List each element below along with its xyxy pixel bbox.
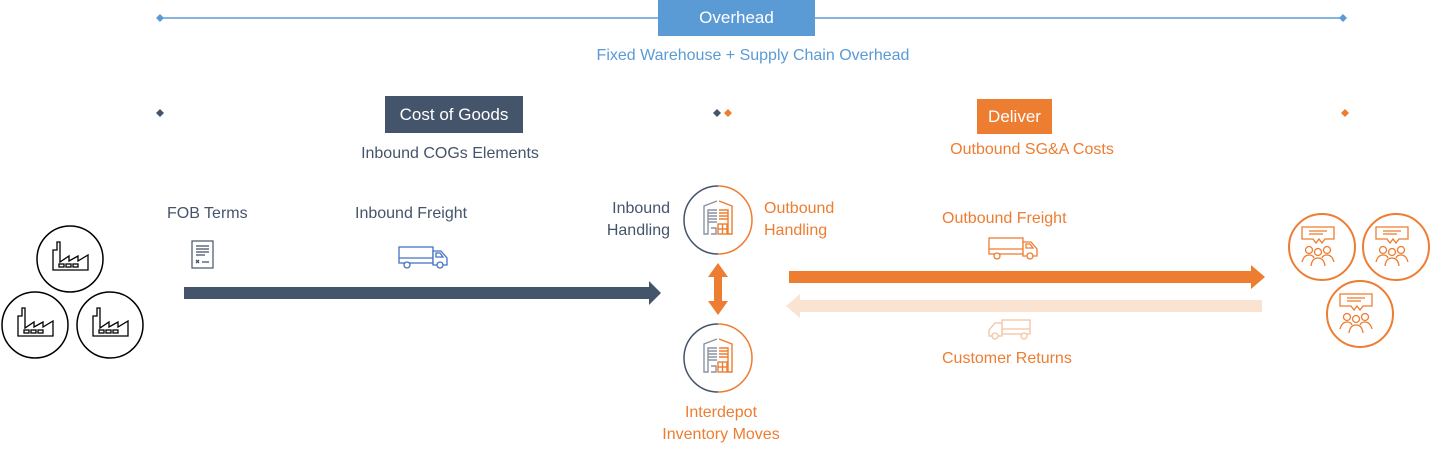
truck-icon (398, 246, 448, 269)
outbound-handling-line2: Handling (764, 222, 828, 239)
customer-group-icon (1288, 213, 1356, 281)
deliver-end-marker (1341, 109, 1349, 117)
factory-icon (1, 291, 69, 359)
cost-of-goods-badge: Cost of Goods (385, 96, 523, 133)
cog-start-marker (156, 109, 164, 117)
inbound-handling-label: Inbound Handling (602, 198, 670, 242)
deliver-badge: Deliver (977, 99, 1052, 134)
inbound-handling-line2: Handling (606, 222, 670, 239)
deliver-subtitle: Outbound SG&A Costs (950, 141, 1114, 158)
overhead-subtitle: Fixed Warehouse + Supply Chain Overhead (596, 47, 910, 64)
interdepot-double-arrow (708, 263, 728, 315)
outbound-handling-label: Outbound Handling (764, 198, 834, 242)
deliver-start-marker (724, 109, 732, 117)
customer-returns-label: Customer Returns (942, 350, 1072, 367)
overhead-end-marker (1339, 14, 1347, 22)
inbound-flow-arrow (184, 281, 661, 305)
cost-of-goods-subtitle: Inbound COGs Elements (361, 145, 539, 162)
truck-icon (988, 237, 1038, 260)
inbound-handling-line1: Inbound (612, 200, 670, 217)
interdepot-label: Interdepot Inventory Moves (662, 402, 779, 446)
factory-icon (76, 291, 144, 359)
overhead-start-marker (156, 14, 164, 22)
document-icon (191, 240, 214, 269)
returns-flow-arrow (786, 294, 1262, 318)
outbound-flow-arrow (789, 265, 1265, 289)
customer-group-icon (1326, 280, 1394, 348)
warehouse-icon (683, 323, 753, 393)
interdepot-line1: Interdepot (684, 404, 758, 421)
inbound-freight-label: Inbound Freight (355, 205, 468, 222)
fob-terms-label: FOB Terms (167, 205, 248, 222)
interdepot-line2: Inventory Moves (662, 426, 780, 443)
warehouse-icon (683, 185, 753, 255)
outbound-handling-line1: Outbound (764, 200, 835, 217)
truck-icon (988, 319, 1031, 340)
overhead-badge: Overhead (658, 0, 815, 36)
cost-of-goods-timeline (156, 109, 1349, 117)
cog-end-marker (713, 109, 721, 117)
outbound-freight-label: Outbound Freight (942, 210, 1067, 227)
factory-icon (36, 225, 104, 293)
customer-group-icon (1362, 213, 1430, 281)
